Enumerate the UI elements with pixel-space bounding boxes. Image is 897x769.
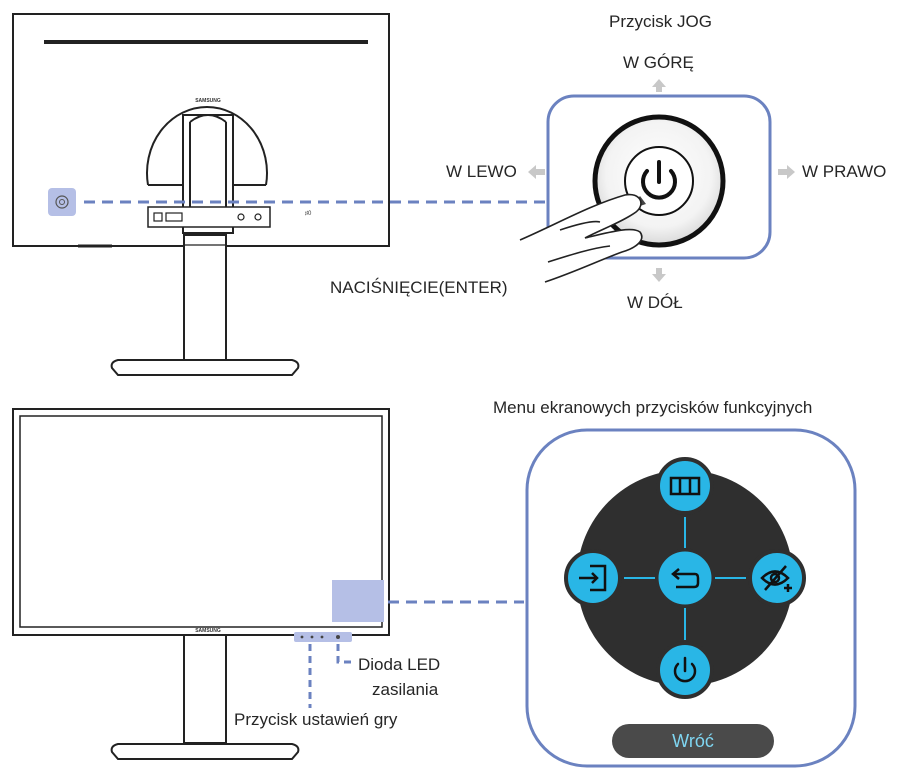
osd-source-button[interactable] bbox=[564, 549, 622, 607]
osd-screen-highlight bbox=[332, 580, 384, 622]
eye-saver-icon bbox=[760, 565, 792, 592]
front-brand-logo: SAMSUNG bbox=[195, 628, 221, 634]
label-power-led-line2: zasilania bbox=[372, 680, 439, 699]
label-left: W LEWO bbox=[446, 162, 517, 181]
rear-brand-logo: SAMSUNG bbox=[195, 98, 221, 104]
jog-button-small-icon bbox=[55, 195, 69, 209]
osd-connectors bbox=[624, 517, 746, 640]
return-icon bbox=[671, 568, 700, 589]
label-press-enter: NACIŚNIĘCIE(ENTER) bbox=[330, 278, 508, 297]
arrow-right-icon bbox=[778, 165, 795, 179]
label-up: W GÓRĘ bbox=[623, 53, 694, 72]
finger-hand-illustration bbox=[519, 193, 643, 283]
osd-eyesaver-button[interactable] bbox=[748, 549, 806, 607]
label-game-settings-button: Przycisk ustawień gry bbox=[234, 710, 398, 729]
osd-power-button[interactable] bbox=[656, 641, 714, 699]
jog-title: Przycisk JOG bbox=[609, 12, 712, 31]
osd-menu-title: Menu ekranowych przycisków funkcyjnych bbox=[493, 398, 813, 417]
monitor-front-view bbox=[12, 408, 390, 760]
menu-grid-icon bbox=[669, 476, 701, 496]
jog-power-icon bbox=[641, 160, 677, 200]
label-power-led-line1: Dioda LED bbox=[358, 655, 441, 674]
power-icon bbox=[673, 656, 697, 683]
osd-menu-button[interactable] bbox=[656, 457, 714, 515]
power-led-dot bbox=[336, 635, 340, 639]
arrow-up-icon bbox=[652, 79, 666, 92]
bezel-button-dot bbox=[310, 635, 314, 639]
arrow-left-icon bbox=[528, 165, 545, 179]
input-source-icon bbox=[579, 564, 607, 592]
bezel-button-dot bbox=[300, 635, 304, 639]
arrow-down-icon bbox=[652, 268, 666, 282]
osd-return-button[interactable] bbox=[655, 548, 715, 608]
rear-port-mark: ♯0 bbox=[305, 210, 312, 217]
power-led-leader bbox=[336, 644, 352, 664]
osd-return-label-button[interactable]: Wróć bbox=[612, 724, 774, 758]
jog-button-location-highlight bbox=[48, 188, 76, 216]
bezel-button-dot bbox=[320, 635, 324, 639]
label-right: W PRAWO bbox=[802, 162, 887, 181]
label-down: W DÓŁ bbox=[627, 293, 683, 312]
